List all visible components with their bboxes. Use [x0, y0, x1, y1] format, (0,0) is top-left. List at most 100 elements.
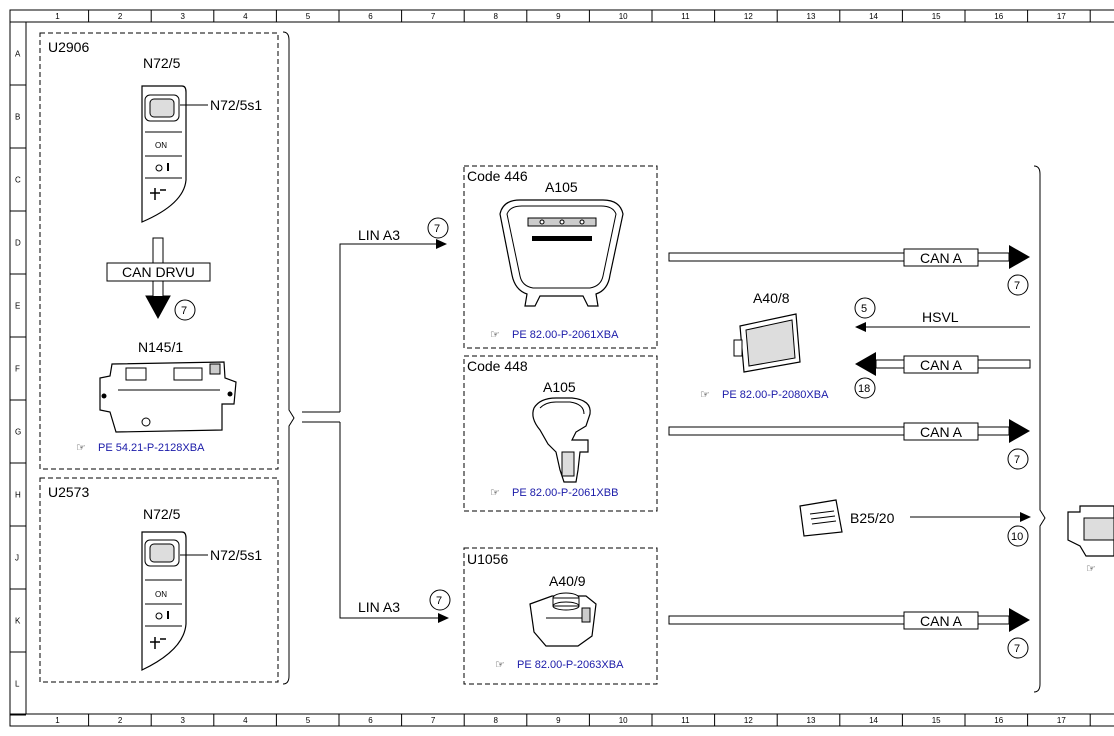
can-a-bar-2-arrowhead	[855, 352, 876, 376]
can-a-bar-3-arrowhead	[1009, 419, 1030, 443]
component-a40-9-label: A40/9	[549, 573, 586, 589]
reference-icon-a40-9: ☞	[495, 659, 505, 671]
grid-column-label: 11	[681, 716, 690, 725]
display-screen-icon	[733, 313, 801, 373]
callout-b25-20	[1007, 525, 1029, 547]
partial-component-icon	[1067, 505, 1114, 557]
hsvl-arrowhead	[855, 322, 866, 332]
component-n72-5s1-top-label: N72/5s1	[210, 97, 262, 113]
lin-a3-top-label: LIN A3	[358, 227, 400, 243]
lin-a3-bottom-arrowhead	[438, 613, 449, 623]
grid-row-label: D	[15, 239, 21, 248]
grid-row-label: A	[15, 50, 21, 59]
grid-column-label: 17	[1057, 12, 1066, 21]
lin-a3-top-arrowhead	[436, 239, 447, 249]
hsvl-label: HSVL	[922, 309, 959, 325]
b25-20-arrowhead	[1020, 512, 1031, 522]
grid-column-label: 6	[368, 716, 373, 725]
grid-row-label: B	[15, 113, 20, 122]
can-drvu-bus-label: CAN DRVU	[122, 264, 195, 280]
grid-column-label: 16	[994, 716, 1003, 725]
reference-icon-n145-1: ☞	[76, 442, 86, 454]
selector-lever-icon	[532, 397, 591, 483]
component-n145-1-label: N145/1	[138, 339, 183, 355]
callout-can-a-3-number: 7	[1014, 454, 1020, 466]
on-label-top: ON	[155, 141, 167, 150]
grid-column-label: 17	[1057, 716, 1066, 725]
group-u2573-label: U2573	[48, 484, 89, 500]
callout-lin-top	[427, 217, 449, 239]
group-u2906-label: U2906	[48, 39, 89, 55]
grid-column-label: 1	[55, 716, 60, 725]
grid-column-label: 15	[932, 12, 941, 21]
group-code-448-box	[463, 355, 658, 512]
component-a105-446-label: A105	[545, 179, 578, 195]
grid-row-label: F	[15, 365, 20, 374]
grid-row-label: H	[15, 491, 21, 500]
reference-a105-446: PE 82.00-P-2061XBA	[512, 329, 619, 341]
can-a-3-box	[903, 422, 979, 441]
can-a-3-label: CAN A	[920, 424, 963, 440]
sensor-icon	[799, 499, 843, 537]
grid-column-label: 2	[118, 716, 123, 725]
reference-icon-a105-448: ☞	[490, 487, 500, 499]
callout-can-a-1	[1007, 274, 1029, 296]
group-code-446-box	[463, 165, 658, 349]
grid-column-label: 3	[181, 12, 186, 21]
grid-column-label: 2	[118, 12, 123, 21]
callout-can-drvu-number: 7	[181, 305, 187, 317]
grid-column-label: 12	[744, 12, 753, 21]
callout-can-a-4	[1007, 637, 1029, 659]
callout-lin-bottom-number: 7	[436, 595, 442, 607]
reference-icon-partial: ☞	[1086, 563, 1096, 575]
control-module-icon	[99, 361, 237, 433]
component-a105-448-label: A105	[543, 379, 576, 395]
reference-a40-8: PE 82.00-P-2080XBA	[722, 389, 829, 401]
callout-hsvl-number: 5	[861, 303, 867, 315]
reference-a105-448: PE 82.00-P-2061XBB	[512, 487, 618, 499]
overhead-control-panel-icon	[499, 199, 624, 307]
grid-column-label: 4	[243, 12, 248, 21]
can-a-2-label: CAN A	[920, 357, 963, 373]
group-u1056-box	[463, 547, 658, 685]
reference-n145-1: PE 54.21-P-2128XBA	[98, 442, 205, 454]
grid-column-label: 1	[55, 12, 60, 21]
callout-can-a-1-number: 7	[1014, 280, 1020, 292]
group-code-448-label: Code 448	[467, 358, 528, 374]
group-u2906-box	[39, 32, 279, 470]
grid-row-label: J	[15, 554, 19, 563]
grid-column-label: 14	[869, 12, 878, 21]
can-drvu-arrowhead	[146, 296, 170, 318]
component-n72-5-bottom-label: N72/5	[143, 506, 181, 522]
grid-column-label: 9	[556, 716, 561, 725]
can-a-1-box	[903, 248, 979, 267]
group-u2573-box	[39, 477, 279, 683]
reference-icon-a40-8: ☞	[700, 389, 710, 401]
callout-can-a-2-number: 18	[858, 383, 870, 395]
grid-column-label: 3	[181, 716, 186, 725]
callout-can-a-4-number: 7	[1014, 643, 1020, 655]
group-u1056-label: U1056	[467, 551, 508, 567]
component-n72-5-top-label: N72/5	[143, 55, 181, 71]
can-a-4-label: CAN A	[920, 613, 963, 629]
can-a-bar-1-arrowhead	[1009, 245, 1030, 269]
group-code-446-label: Code 446	[467, 168, 528, 184]
on-label-bottom: ON	[155, 590, 167, 599]
grid-reference-layer: 1122334455667788991010111112121313141415…	[10, 10, 1091, 726]
grid-column-label: 8	[494, 12, 499, 21]
lin-a3-top-line	[339, 243, 446, 412]
grid-column-label: 5	[306, 716, 311, 725]
callout-can-a-2	[854, 377, 876, 399]
callout-b25-20-number: 10	[1011, 531, 1023, 543]
callout-lin-bottom	[429, 589, 451, 611]
can-a-1-label: CAN A	[920, 250, 963, 266]
grid-row-label: E	[15, 302, 20, 311]
grid-column-label: 8	[494, 716, 499, 725]
grid-column-label: 6	[368, 12, 373, 21]
lin-a3-bottom-line	[339, 422, 448, 619]
controller-knob-icon	[529, 592, 597, 647]
lin-a3-bottom-label: LIN A3	[358, 599, 400, 615]
grid-column-label: 7	[431, 716, 436, 725]
callout-can-a-3	[1007, 448, 1029, 470]
